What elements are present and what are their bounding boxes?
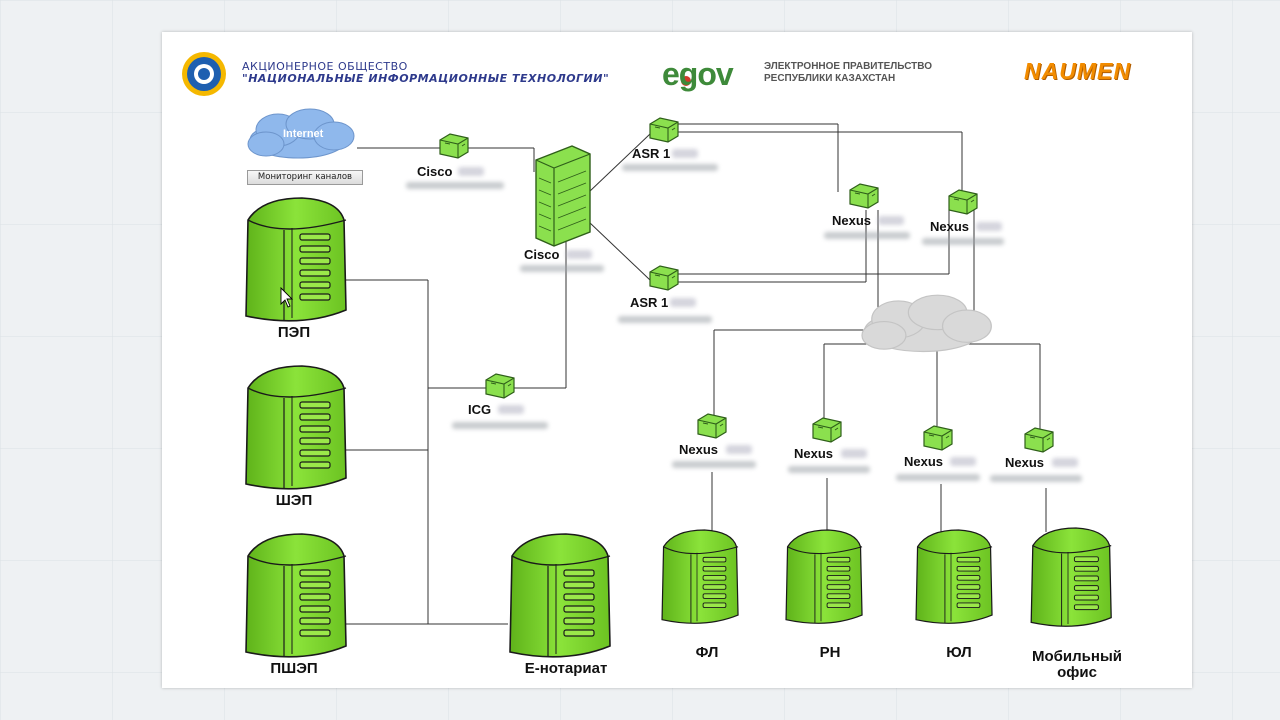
egov-leaf-icon xyxy=(681,76,691,86)
server-ul-label: ЮЛ xyxy=(946,644,972,661)
nexus-mob-label: Nexus xyxy=(1005,455,1045,470)
diagram-slide: АКЦИОНЕРНОЕ ОБЩЕСТВО "НАЦИОНАЛЬНЫЕ ИНФОР… xyxy=(162,32,1192,688)
nexus-a-icon xyxy=(849,183,879,209)
redacted-model xyxy=(498,405,524,414)
server-ul xyxy=(915,529,993,624)
redacted-ip xyxy=(896,474,980,481)
redacted-ip xyxy=(618,316,712,323)
server-mobile-label-line2: офис xyxy=(1057,664,1097,681)
redacted-ip xyxy=(622,164,718,171)
asr-top-label: ASR 1 xyxy=(632,146,671,161)
redacted-ip xyxy=(990,475,1082,482)
nexus-ul-label: Nexus xyxy=(904,454,944,469)
wan-cloud xyxy=(861,294,992,353)
nexus-rn-label: Nexus xyxy=(794,446,834,461)
nit-logo xyxy=(182,52,226,96)
org-name-line1: АКЦИОНЕРНОЕ ОБЩЕСТВО xyxy=(242,60,408,73)
server-shep xyxy=(245,365,347,490)
cisco-core-label: Cisco xyxy=(524,247,560,262)
icg-icon xyxy=(485,373,515,399)
nexus-fl-icon xyxy=(697,413,727,439)
redacted-model xyxy=(726,445,752,454)
nexus-rn-icon xyxy=(812,417,842,443)
egov-subtitle-line2: РЕСПУБЛИКИ КАЗАХСТАН xyxy=(764,73,896,84)
org-name-line2: "НАЦИОНАЛЬНЫЕ ИНФОРМАЦИОННЫЕ ТЕХНОЛОГИИ" xyxy=(242,72,610,85)
server-pshep xyxy=(245,533,347,658)
server-shep-label: ШЭП xyxy=(275,492,313,509)
redacted-ip xyxy=(824,232,910,239)
redacted-model xyxy=(841,449,867,458)
redacted-model xyxy=(976,222,1002,231)
nexus-fl-label: Nexus xyxy=(679,442,719,457)
naumen-logo: NAUMEN xyxy=(1024,58,1131,84)
server-enotariat-label: Е-нотариат xyxy=(524,660,608,677)
redacted-ip xyxy=(922,238,1004,245)
asr-bottom-icon xyxy=(649,265,679,291)
server-rn-label: РН xyxy=(819,644,841,661)
server-enotariat xyxy=(509,533,611,658)
redacted-model xyxy=(458,167,484,176)
redacted-ip xyxy=(452,422,548,429)
server-pep-label: ПЭП xyxy=(277,324,311,341)
egov-logo: egov xyxy=(662,56,734,92)
connection-lines xyxy=(346,123,1047,625)
redacted-model xyxy=(672,149,698,158)
server-pep xyxy=(245,197,347,322)
network-diagram xyxy=(182,52,1112,658)
nexus-mob-icon xyxy=(1024,427,1054,453)
redacted-model xyxy=(670,298,696,307)
nexus-b-icon xyxy=(948,189,978,215)
nexus-ul-icon xyxy=(923,425,953,451)
redacted-model xyxy=(1052,458,1078,467)
server-mobile xyxy=(1030,527,1112,627)
redacted-model xyxy=(878,216,904,225)
nexus-b-label: Nexus xyxy=(930,219,970,234)
nexus-a-label: Nexus xyxy=(832,213,872,228)
redacted-ip xyxy=(788,466,870,473)
redacted-ip xyxy=(406,182,504,189)
redacted-ip xyxy=(520,265,604,272)
redacted-model xyxy=(950,457,976,466)
server-fl-label: ФЛ xyxy=(695,644,719,661)
cisco-core-switch xyxy=(535,145,591,247)
cisco-router-icon xyxy=(439,133,469,159)
redacted-model xyxy=(566,250,592,259)
server-rn xyxy=(785,529,863,624)
redacted-ip xyxy=(672,461,756,468)
monitor-channels-button[interactable]: Мониторинг каналов xyxy=(247,170,363,185)
server-mobile-label-line1: Мобильный xyxy=(1032,648,1122,665)
icg-label: ICG xyxy=(468,402,492,417)
mouse-cursor-icon xyxy=(280,286,294,308)
egov-subtitle-line1: ЭЛЕКТРОННОЕ ПРАВИТЕЛЬСТВО xyxy=(764,61,933,72)
server-pshep-label: ПШЭП xyxy=(270,660,318,677)
asr-top-icon xyxy=(649,117,679,143)
cisco-router-label: Cisco xyxy=(417,164,453,179)
internet-label: Internet xyxy=(283,128,324,140)
asr-bottom-label: ASR 1 xyxy=(630,295,669,310)
server-fl xyxy=(661,529,739,624)
